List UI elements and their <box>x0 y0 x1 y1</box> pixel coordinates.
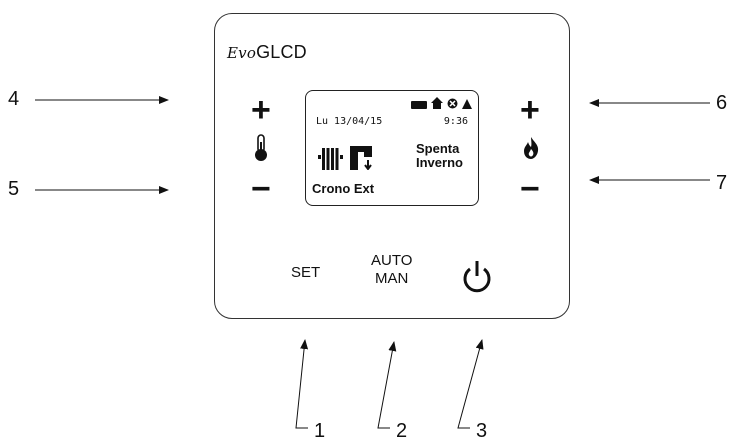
fault-icon <box>447 96 458 114</box>
control-panel: EvoGLCD + − + − <box>214 13 570 319</box>
callout-6: 6 <box>716 92 728 114</box>
warning-icon <box>462 96 472 114</box>
thermometer-icon <box>253 134 269 167</box>
brand-evo: Evo <box>227 44 257 62</box>
flame-icon <box>522 136 540 165</box>
tap-icon <box>350 146 378 175</box>
power-icon <box>463 261 491 293</box>
lcd-state-line2: Inverno <box>416 155 463 170</box>
callout-3: 3 <box>476 420 488 442</box>
room-temp-plus-button[interactable]: + <box>251 91 271 129</box>
water-temp-minus-button[interactable]: − <box>520 170 540 208</box>
water-temp-plus-button[interactable]: + <box>520 91 540 129</box>
radiator-icon <box>318 146 344 175</box>
status-icons <box>411 96 472 114</box>
brand-logo: EvoGLCD <box>227 42 307 63</box>
lcd-time: 9:36 <box>443 116 468 127</box>
man-label: MAN <box>375 270 409 287</box>
callout-4: 4 <box>8 88 20 110</box>
battery-icon <box>411 96 427 114</box>
auto-label: AUTO <box>371 252 413 269</box>
set-button[interactable]: SET <box>291 264 321 281</box>
brand-name: GLCD <box>256 42 307 62</box>
lcd-state-line1: Spenta <box>416 141 460 156</box>
power-button[interactable] <box>461 258 493 297</box>
callout-2: 2 <box>396 420 408 442</box>
auto-man-button[interactable]: AUTO MAN <box>371 252 412 288</box>
house-icon <box>431 96 443 114</box>
callout-7: 7 <box>716 172 728 194</box>
callout-1: 1 <box>314 420 326 442</box>
lcd-date: Lu 13/04/15 <box>316 116 383 127</box>
lcd-mode: Crono Ext <box>312 181 375 196</box>
room-temp-minus-button[interactable]: − <box>251 170 271 208</box>
callout-5: 5 <box>8 178 20 200</box>
lcd-display: Lu 13/04/15 9:36 Spenta Inverno Crono Ex… <box>305 90 479 206</box>
